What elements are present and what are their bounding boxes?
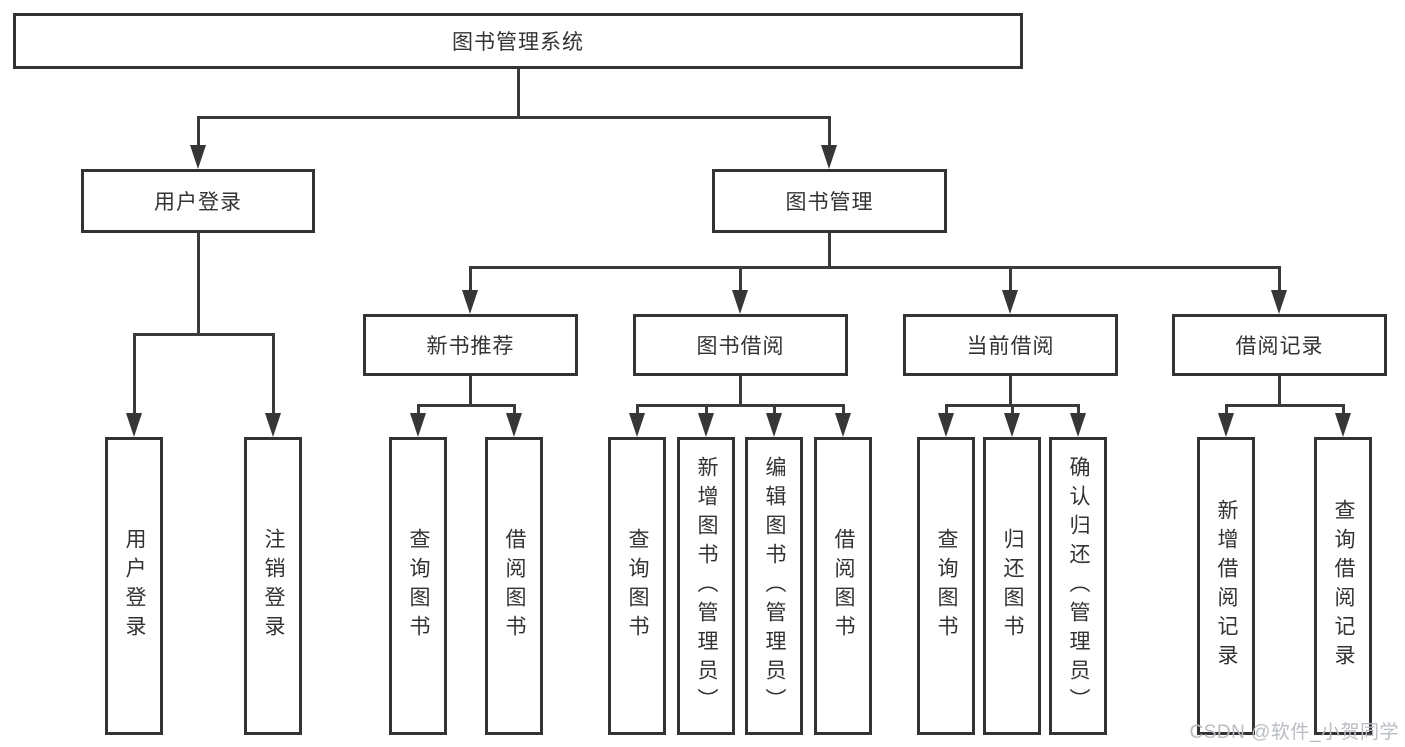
connector-line: [636, 404, 639, 415]
leaf-borrow-books-2: 借阅图书: [814, 437, 872, 735]
node-user-login: 用户登录: [81, 169, 315, 233]
connector-line: [828, 116, 831, 147]
arrowhead-down-icon: [1218, 413, 1234, 437]
connector-line: [469, 266, 472, 292]
connector-line: [739, 376, 742, 406]
arrowhead-down-icon: [698, 413, 714, 437]
leaf-add-books-admin: 新增图书（管理员）: [677, 437, 735, 735]
arrowhead-down-icon: [821, 145, 837, 169]
arrowhead-down-icon: [1271, 290, 1287, 314]
connector-line: [705, 404, 708, 415]
node-current-borrowing: 当前借阅: [903, 314, 1118, 376]
arrowhead-down-icon: [1335, 413, 1351, 437]
leaf-edit-books-admin: 编辑图书（管理员）: [745, 437, 803, 735]
connector-line: [828, 233, 831, 268]
connector-line: [945, 404, 948, 415]
arrowhead-down-icon: [629, 413, 645, 437]
leaf-borrow-books-1: 借阅图书: [485, 437, 543, 735]
leaf-add-borrow-record: 新增借阅记录: [1197, 437, 1255, 735]
connector-line: [197, 116, 831, 119]
leaf-query-books-1: 查询图书: [389, 437, 447, 735]
node-library-management-system: 图书管理系统: [13, 13, 1023, 69]
arrowhead-down-icon: [265, 413, 281, 437]
arrowhead-down-icon: [410, 413, 426, 437]
connector-line: [1342, 404, 1345, 415]
connector-line: [197, 233, 200, 335]
connector-line: [1077, 404, 1080, 415]
connector-line: [1225, 404, 1345, 407]
node-book-borrowing: 图书借阅: [633, 314, 848, 376]
leaf-query-books-2: 查询图书: [608, 437, 666, 735]
arrowhead-down-icon: [1070, 413, 1086, 437]
connector-line: [1278, 376, 1281, 406]
connector-line: [636, 404, 845, 407]
connector-line: [773, 404, 776, 415]
leaf-return-books: 归还图书: [983, 437, 1041, 735]
connector-line: [1009, 376, 1012, 406]
connector-line: [517, 69, 520, 118]
arrowhead-down-icon: [506, 413, 522, 437]
connector-line: [513, 404, 516, 415]
node-book-management: 图书管理: [712, 169, 947, 233]
arrowhead-down-icon: [1002, 290, 1018, 314]
leaf-user-login: 用户登录: [105, 437, 163, 735]
arrowhead-down-icon: [766, 413, 782, 437]
connector-line: [1009, 266, 1012, 292]
arrowhead-down-icon: [1004, 413, 1020, 437]
leaf-confirm-return-admin: 确认归还（管理员）: [1049, 437, 1107, 735]
connector-line: [469, 376, 472, 406]
leaf-logout: 注销登录: [244, 437, 302, 735]
csdn-watermark: CSDN @软件_小贺同学: [1189, 722, 1399, 743]
connector-line: [1011, 404, 1014, 415]
node-borrowing-records: 借阅记录: [1172, 314, 1387, 376]
connector-line: [1278, 266, 1281, 292]
connector-line: [133, 333, 136, 415]
connector-line: [469, 266, 1281, 269]
connector-line: [272, 333, 275, 415]
connector-line: [197, 116, 200, 147]
leaf-query-borrow-record: 查询借阅记录: [1314, 437, 1372, 735]
arrowhead-down-icon: [732, 290, 748, 314]
connector-line: [842, 404, 845, 415]
connector-line: [133, 333, 275, 336]
connector-line: [417, 404, 516, 407]
connector-line: [1225, 404, 1228, 415]
arrowhead-down-icon: [938, 413, 954, 437]
arrowhead-down-icon: [126, 413, 142, 437]
leaf-query-books-3: 查询图书: [917, 437, 975, 735]
arrowhead-down-icon: [190, 145, 206, 169]
node-new-book-recommendation: 新书推荐: [363, 314, 578, 376]
arrowhead-down-icon: [835, 413, 851, 437]
connector-line: [417, 404, 420, 415]
arrowhead-down-icon: [462, 290, 478, 314]
connector-line: [739, 266, 742, 292]
